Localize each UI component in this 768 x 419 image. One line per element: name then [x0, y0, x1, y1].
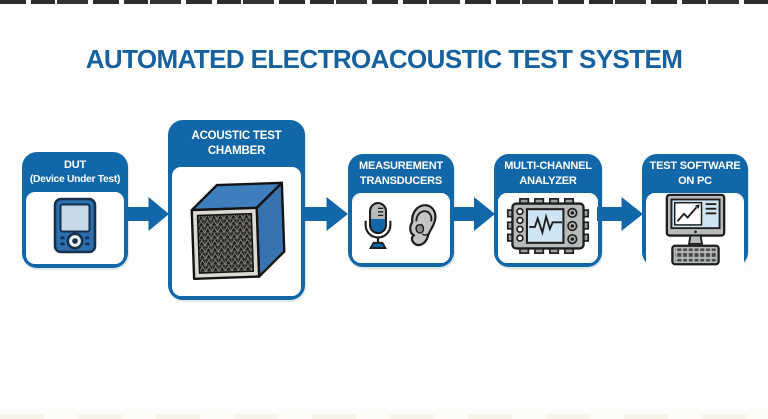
box-header: MEASUREMENT TRANSDUCERS	[348, 154, 454, 193]
page-title: AUTOMATED ELECTROACOUSTIC TEST SYSTEM	[85, 44, 683, 74]
desktop-computer-icon	[659, 193, 732, 272]
flow-box-test-software-pc: TEST SOFTWARE ON PC	[642, 154, 748, 272]
flow-box-multichannel-analyzer: MULTI-CHANNEL ANALYZER	[494, 154, 602, 267]
flow-box-measurement-transducers: MEASUREMENT TRANSDUCERS	[348, 154, 454, 267]
box-label-line: CHAMBER	[207, 145, 266, 157]
box-body	[26, 192, 124, 264]
box-body	[172, 167, 301, 296]
box-body	[646, 193, 744, 272]
multichannel-analyzer-icon	[506, 197, 590, 260]
box-label-line: MULTI-CHANNEL	[504, 160, 592, 173]
right-arrow-icon	[450, 195, 496, 233]
right-arrow-icon	[125, 195, 170, 233]
right-arrow-icon	[302, 195, 349, 233]
box-body	[498, 193, 598, 263]
ear-icon	[402, 201, 439, 256]
box-label-line: DUT	[63, 159, 86, 172]
flow-box-dut: DUT (Device Under Test)	[22, 152, 128, 268]
right-arrow-icon	[597, 195, 644, 233]
box-body	[352, 193, 450, 263]
box-label-line: TRANSDUCERS	[359, 175, 443, 187]
acoustic-chamber-cube-icon	[185, 173, 289, 290]
box-label-line: (Device Under Test)	[29, 173, 121, 185]
flow-box-acoustic-test-chamber: ACOUSTIC TEST CHAMBER	[168, 120, 305, 300]
box-label-line: ON PC	[678, 175, 712, 187]
box-label-line: ACOUSTIC TEST	[191, 129, 282, 142]
box-label-line: TEST SOFTWARE	[649, 160, 741, 173]
bottom-crop-strip	[0, 414, 768, 419]
box-header: TEST SOFTWARE ON PC	[642, 154, 748, 193]
top-crop-strip	[0, 0, 768, 4]
box-header: MULTI-CHANNEL ANALYZER	[494, 154, 602, 193]
portable-device-icon	[52, 197, 98, 259]
box-header: DUT (Device Under Test)	[22, 152, 128, 192]
box-label-line: MEASUREMENT	[359, 160, 443, 173]
box-label-line: ANALYZER	[519, 175, 577, 187]
microphone-icon	[363, 201, 393, 256]
box-header: ACOUSTIC TEST CHAMBER	[168, 120, 305, 167]
